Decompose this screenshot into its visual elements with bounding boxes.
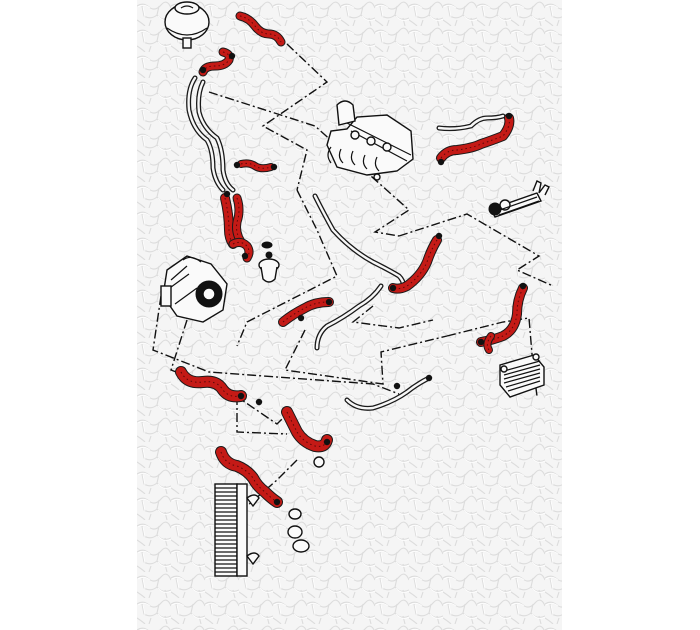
- leader-3: [398, 213, 554, 287]
- hose-clamp-icon: [233, 161, 241, 169]
- pipe-center-bend: [314, 283, 384, 351]
- hose-clamp-icon: [323, 438, 331, 446]
- turbocharger: [326, 100, 414, 181]
- pipe-turbo-supply: [436, 113, 506, 132]
- hose-center-upper: [388, 235, 442, 294]
- oil-cooler: [499, 353, 545, 398]
- heater-connection-flange: [488, 180, 550, 218]
- leader-9: [236, 396, 288, 435]
- hose-clamp-icon: [393, 382, 401, 390]
- hose-turbo-return: [436, 113, 515, 163]
- hose-tank-outlet: [198, 47, 234, 77]
- hose-clamp-icon: [241, 252, 249, 260]
- hose-bypass-mid: [237, 159, 275, 173]
- hose-clamp-icon: [199, 66, 207, 74]
- hose-clamp-icon: [505, 112, 513, 120]
- hose-clamp-icon: [297, 314, 305, 322]
- hose-clamp-icon: [477, 338, 485, 346]
- diagram-panel: [137, 0, 562, 630]
- hose-pump-upper-b: [232, 193, 246, 247]
- hose-radiator-inlet: [215, 446, 283, 508]
- hose-tank-top: [235, 11, 286, 47]
- hose-center-left: [278, 297, 334, 327]
- thermostat: [258, 241, 280, 283]
- hose-clamp-icon: [425, 374, 433, 382]
- coolant-hoses: [175, 11, 528, 508]
- pipe-tank-down: [186, 75, 226, 193]
- radiator-fittings: [287, 456, 325, 553]
- leader-6: [170, 319, 290, 425]
- hose-clamp-icon: [437, 158, 445, 166]
- leader-7: [283, 329, 448, 385]
- pipe-long-diag: [312, 193, 406, 293]
- hose-clamp-icon: [228, 52, 236, 60]
- leader-11: [351, 305, 434, 329]
- pipe-lower-run: [344, 375, 432, 411]
- leader-2: [208, 91, 411, 237]
- hose-clamp-icon: [519, 282, 527, 290]
- hose-oilcooler-branch: [483, 332, 495, 354]
- hose-radiator-upper: [281, 406, 333, 453]
- hose-clamp-icon: [435, 232, 443, 240]
- hose-pump-lower: [175, 366, 247, 403]
- hose-clamp-icon: [325, 298, 333, 306]
- hose-pump-loop: [228, 237, 254, 263]
- hose-clamp-icon: [223, 190, 231, 198]
- hose-clamp-icon: [389, 284, 397, 292]
- hose-clamp-icon: [237, 392, 245, 400]
- leader-4: [236, 189, 338, 347]
- leader-5: [152, 295, 400, 395]
- hose-clamp-icon: [273, 498, 281, 506]
- leader-1: [261, 43, 329, 191]
- expansion-tank: [164, 1, 210, 49]
- radiator: [214, 483, 260, 577]
- hose-clamp-icon: [255, 398, 263, 406]
- pipe-tank-down-2: [196, 79, 236, 193]
- coolant-hose-diagram: [137, 0, 562, 630]
- metal-pipes: [186, 75, 506, 411]
- water-pump: [160, 255, 228, 323]
- hose-clamp-icon: [270, 163, 278, 171]
- hose-clamps: [199, 52, 527, 506]
